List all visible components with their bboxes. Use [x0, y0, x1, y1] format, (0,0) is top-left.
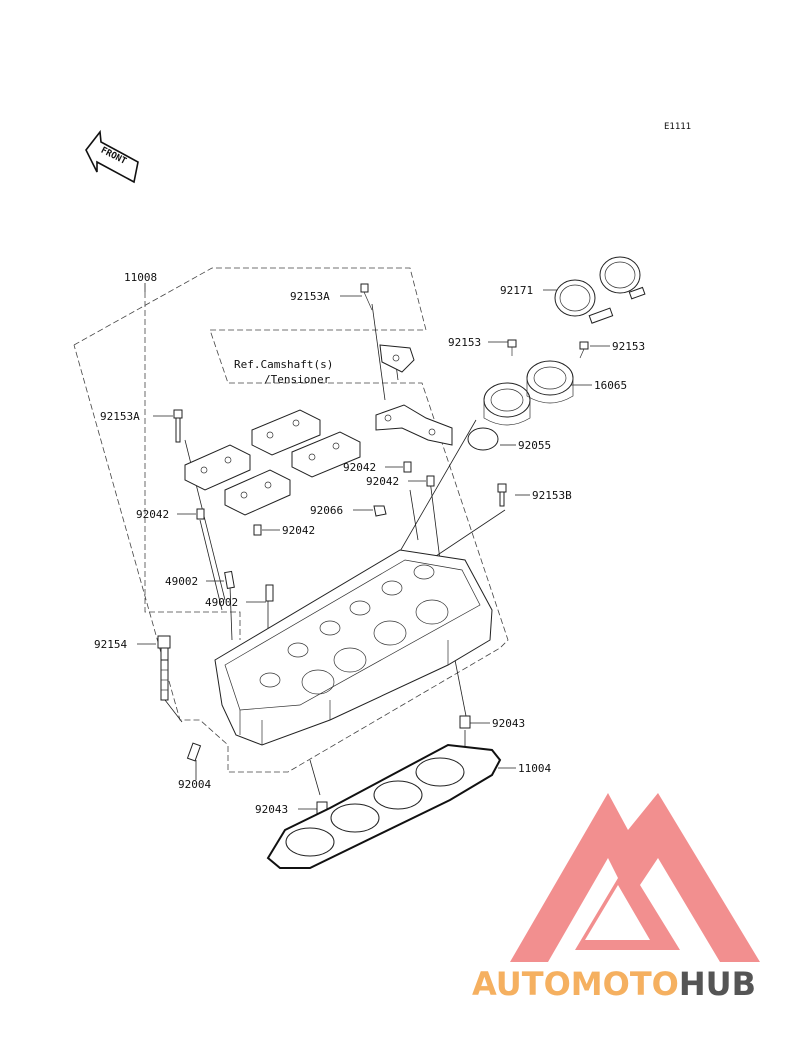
dowel-92042-a: [403, 461, 412, 473]
dowel-92043-a: [459, 715, 471, 729]
label-92153A-top: 92153A: [290, 290, 330, 303]
label-11008: 11008: [124, 271, 157, 284]
label-92171: 92171: [500, 284, 533, 297]
watermark-text-main: AUTOMOTOHUB: [472, 965, 756, 1003]
leader-lines: [137, 283, 610, 810]
watermark-logo: [510, 793, 760, 962]
label-92153B: 92153B: [532, 489, 572, 502]
bolt-92153B: [497, 483, 507, 507]
bolt-92153A-left: [173, 409, 183, 443]
shaft-49002-a: [224, 570, 235, 589]
label-92042-a: 92042: [343, 461, 376, 474]
dowel-92042-d: [253, 524, 262, 536]
assembly-inner-outline: [144, 292, 241, 640]
label-92042-d: 92042: [282, 524, 315, 537]
screw-92153-right: [579, 341, 589, 359]
label-49002-a: 49002: [165, 575, 198, 588]
label-16065: 16065: [594, 379, 627, 392]
camshaft-cap-right: [375, 404, 453, 446]
cylinder-head: [214, 549, 493, 746]
clip-92066: [373, 505, 387, 517]
front-arrow-icon: FRONT: [85, 129, 139, 184]
dowel-92042-b: [426, 475, 435, 487]
label-92004: 92004: [178, 778, 211, 791]
label-92066: 92066: [310, 504, 343, 517]
screw-92153-left: [507, 339, 517, 356]
stud-92004: [186, 742, 202, 762]
head-gasket-11004: [266, 743, 502, 869]
label-92153-right: 92153: [612, 340, 645, 353]
ref-note-line2: /Tensioner: [264, 373, 331, 386]
label-92055: 92055: [518, 439, 551, 452]
holder-16065: [483, 360, 574, 426]
label-92042-b: 92042: [366, 475, 399, 488]
label-92043-a: 92043: [492, 717, 525, 730]
oring-92055: [467, 427, 499, 451]
watermark-part1: AUTOMOTO: [472, 965, 679, 1003]
label-92043-b: 92043: [255, 803, 288, 816]
tensioner-bracket: [379, 344, 415, 373]
label-92153A-left: 92153A: [100, 410, 140, 423]
label-92154: 92154: [94, 638, 127, 651]
shaft-49002-b: [265, 584, 274, 602]
label-49002-b: 49002: [205, 596, 238, 609]
label-11004: 11004: [518, 762, 551, 775]
bolt-92154: [157, 635, 171, 701]
watermark-part2: HUB: [679, 965, 756, 1003]
bolt-92153A-top: [360, 283, 373, 311]
ref-note-line1: Ref.Camshaft(s): [234, 358, 333, 371]
diagram-code: E1111: [664, 122, 691, 132]
label-92042-c: 92042: [136, 508, 169, 521]
dowel-92042-c: [196, 508, 205, 520]
clamp-92171: [554, 256, 646, 324]
camshaft-caps-left: [184, 409, 361, 516]
assembly-outline: [73, 267, 509, 773]
label-92153-left: 92153: [448, 336, 481, 349]
